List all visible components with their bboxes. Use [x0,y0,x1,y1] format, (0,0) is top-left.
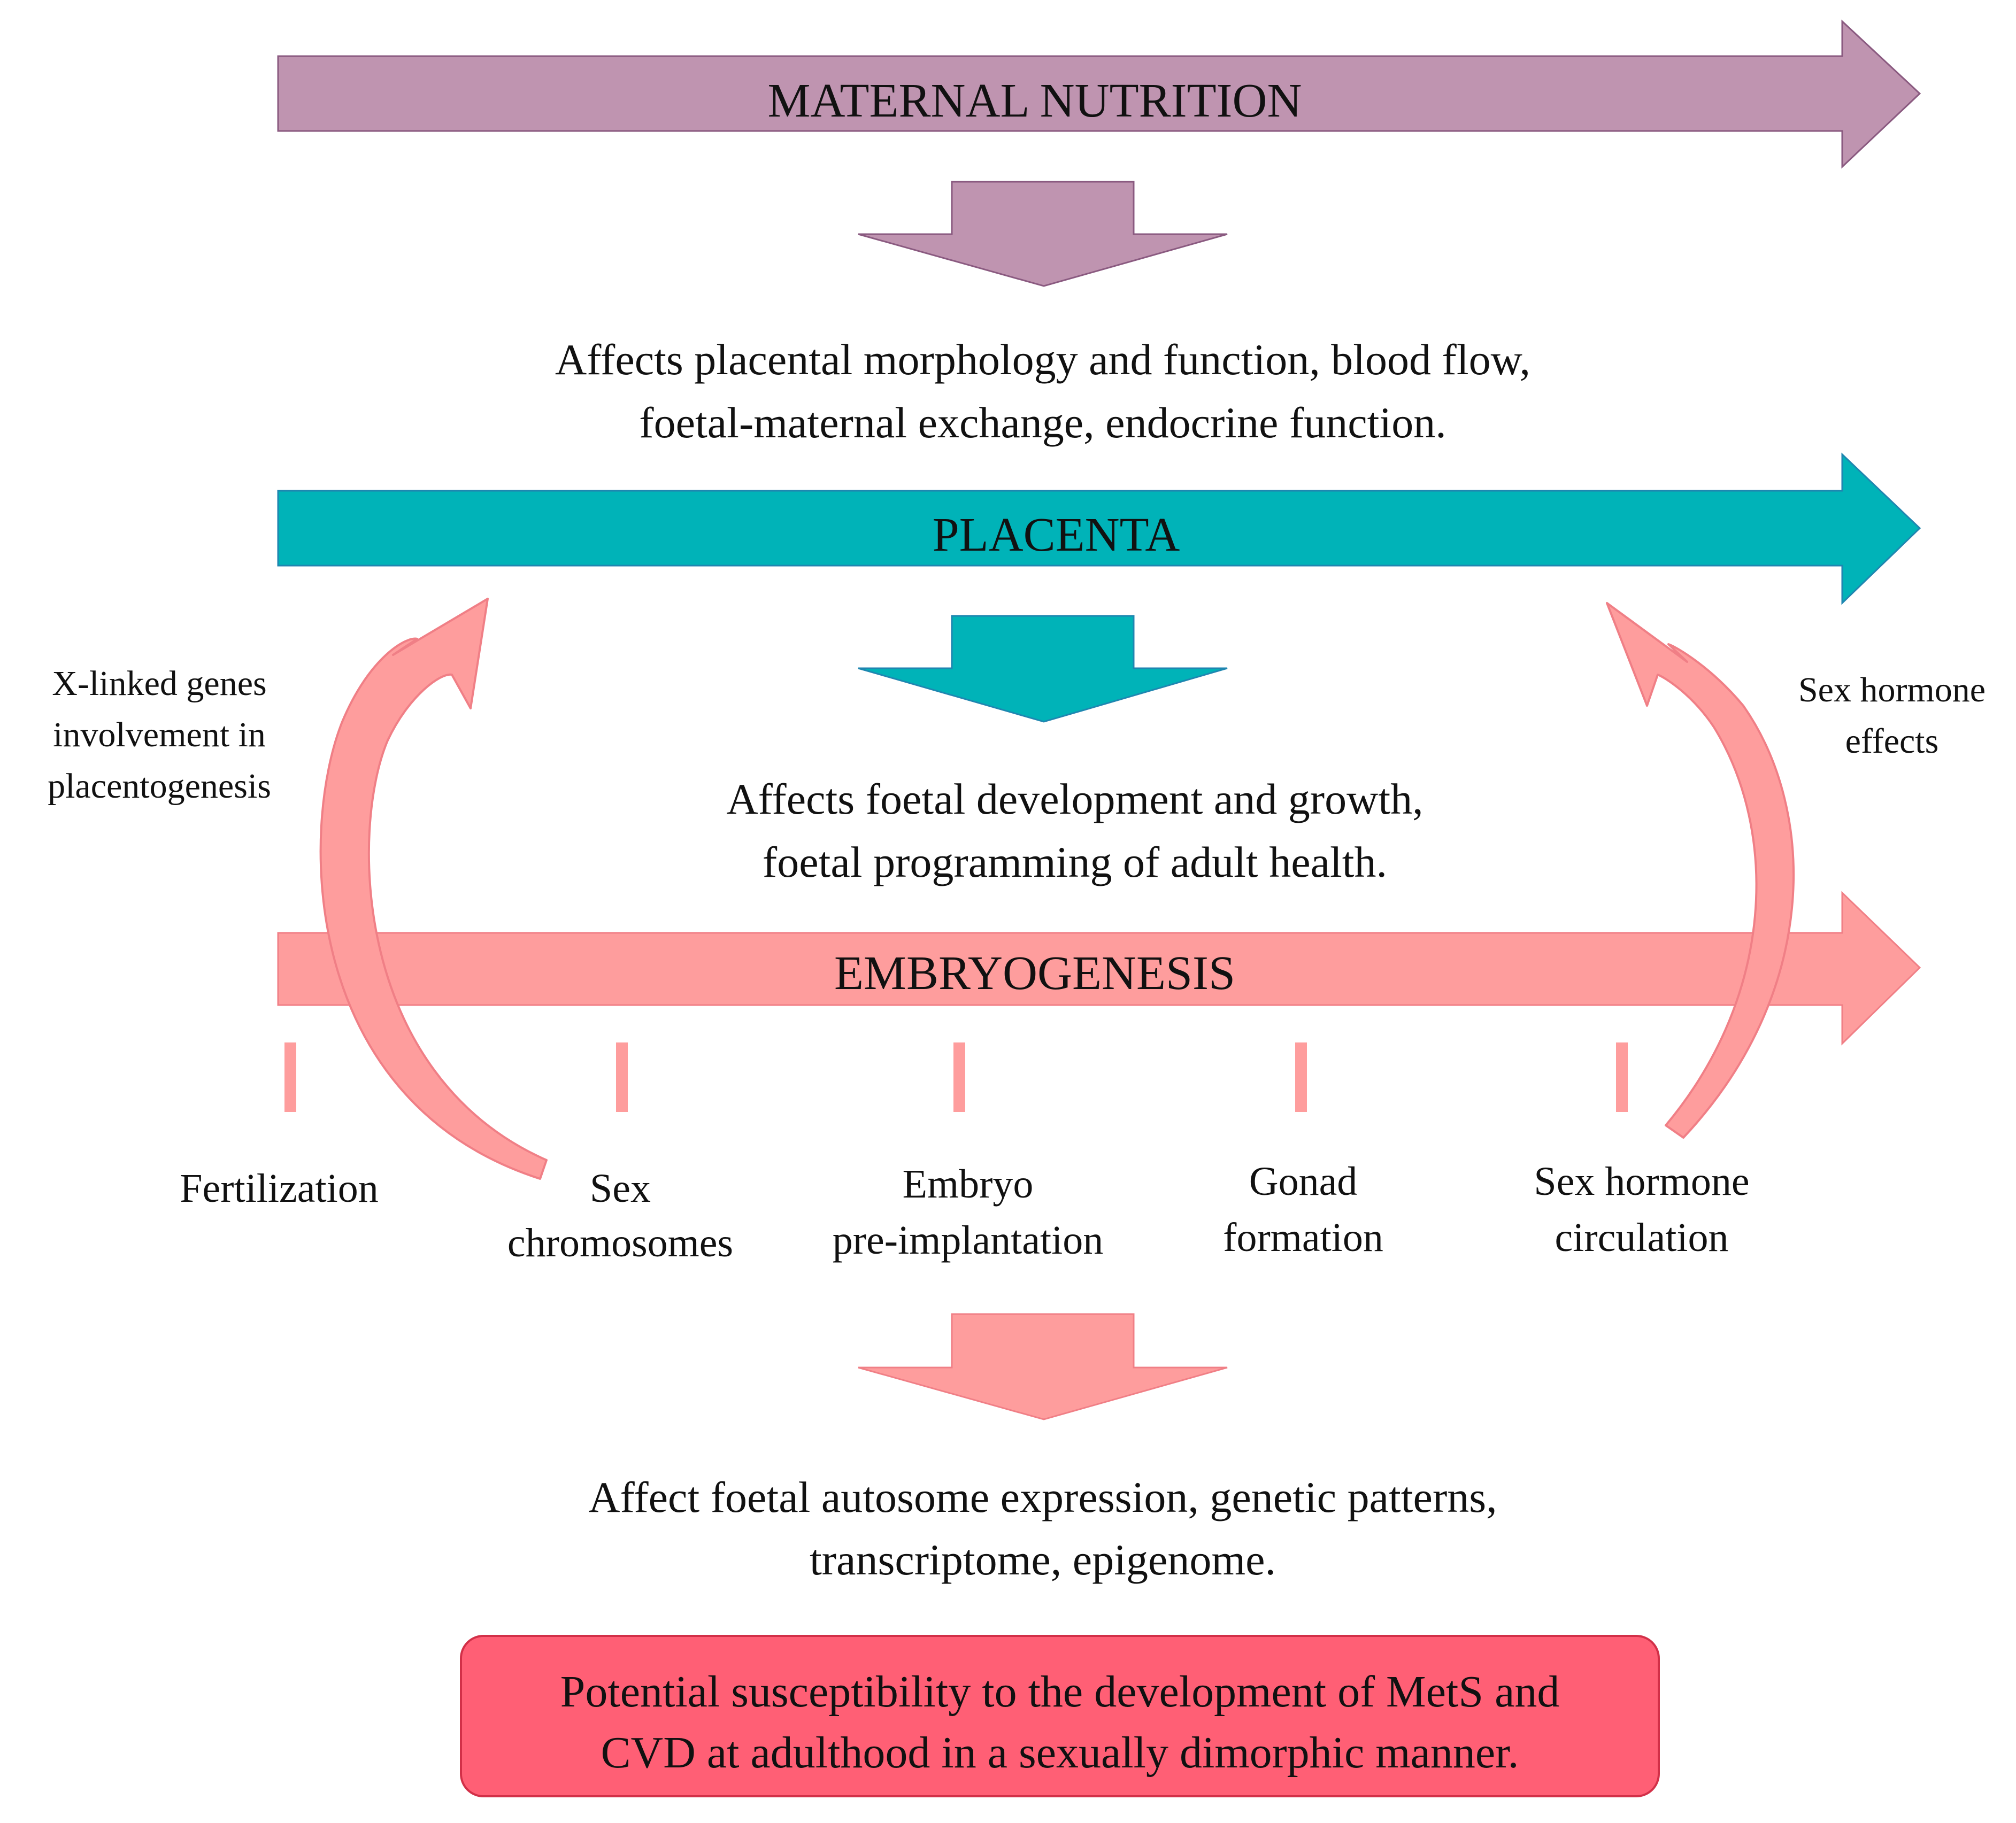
x-linked-label-line-3: placentogenesis [48,767,271,806]
maternal-nutrition-label: MATERNAL NUTRITION [767,74,1302,127]
placenta-effect-line-2: foetal programming of adult health. [763,838,1387,886]
stage-label-gonad-line-1: Gonad [1249,1159,1358,1204]
stage-label-sex-hormone-line-1: Sex hormone [1534,1159,1749,1204]
conclusion-line-2: CVD at adulthood in a sexually dimorphic… [601,1728,1519,1778]
conclusion-line-1: Potential susceptibility to the developm… [560,1667,1560,1717]
stage-label-embryo-line-2: pre-implantation [833,1218,1104,1263]
conclusion-background [460,1635,1660,1797]
nutrition-effect-line-2: foetal-maternal exchange, endocrine func… [639,398,1446,447]
embryogenesis-banner: EMBRYOGENESIS [277,891,1921,1046]
x-linked-label-line-1: X-linked genes [52,664,266,703]
maternal-nutrition-banner: MATERNAL NUTRITION [277,19,1921,169]
maternal-nutrition-arrow [277,19,1921,169]
nutrition-effect-line-1: Affects placental morphology and functio… [555,335,1530,384]
stage-tick-sex-hormone-circulation [1616,1042,1628,1112]
stage-label-gonad-line-2: formation [1223,1215,1383,1260]
placenta-arrow [277,452,1921,605]
placenta-label: PLACENTA [933,508,1180,561]
sex-hormone-effects-label-line-2: effects [1845,722,1939,761]
embryogenesis-label: EMBRYOGENESIS [834,947,1235,1000]
stage-label-sex-chromosomes-line-2: chromosomes [507,1221,733,1265]
x-linked-label-line-2: involvement in [53,715,266,754]
x-linked-curved-arrow [319,598,548,1180]
sex-hormone-effects-label-line-1: Sex hormone [1798,670,1986,709]
stage-tick-fertilization [284,1042,296,1112]
stage-tick-gonad-formation [1295,1042,1307,1112]
stage-tick-embryo-pre-implantation [953,1042,965,1112]
placenta-down-arrow [858,615,1228,723]
stage-label-sex-chromosomes-line-1: Sex [590,1166,651,1211]
embryogenesis-arrow [277,891,1921,1046]
stage-label-sex-hormone-line-2: circulation [1555,1215,1729,1260]
nutrition-down-arrow [858,181,1228,287]
stage-label-embryo-line-1: Embryo [903,1162,1034,1207]
embryogenesis-effect-line-1: Affect foetal autosome expression, genet… [588,1473,1497,1521]
placenta-effect-line-1: Affects foetal development and growth, [726,775,1423,823]
sex-hormone-curved-arrow [1606,602,1795,1139]
embryogenesis-down-arrow [858,1313,1228,1420]
conclusion-box: Potential susceptibility to the developm… [460,1635,1660,1797]
stage-tick-sex-chromosomes [616,1042,628,1112]
placenta-banner: PLACENTA [277,452,1921,605]
stage-label-fertilization: Fertilization [180,1166,378,1211]
embryogenesis-effect-line-2: transcriptome, epigenome. [810,1535,1276,1584]
